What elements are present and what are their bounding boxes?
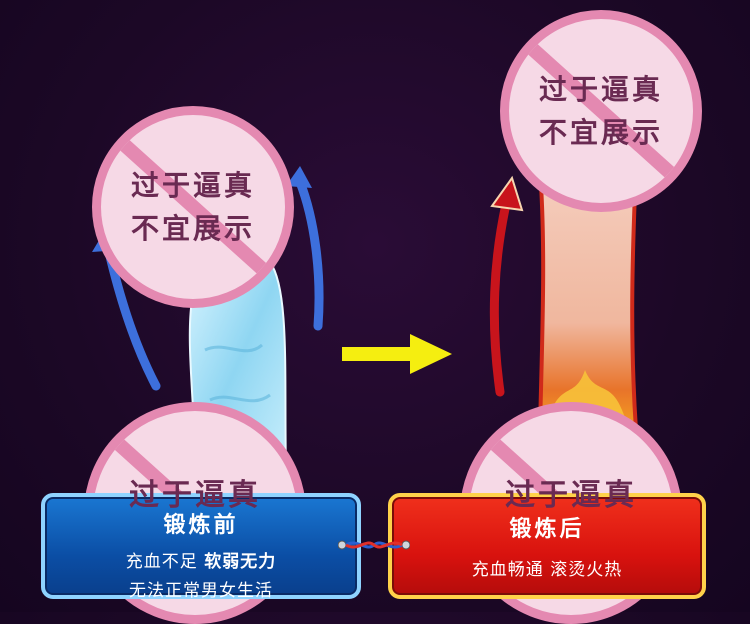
censor-text-line1: 过于逼真 <box>538 72 663 106</box>
after-panel: 锻炼后 充血畅通 滚烫火热 <box>388 493 706 599</box>
before-title: 锻炼前 <box>163 513 239 538</box>
censor-text-partial: 过于逼真 <box>129 478 261 513</box>
censor-text-line2: 不宜展示 <box>538 116 663 149</box>
censor-text-line1: 过于逼真 <box>130 168 255 202</box>
before-line1-normal: 充血不足 <box>125 552 198 572</box>
censor-text-partial: 过于逼真 <box>505 478 637 513</box>
right-arrow-icon <box>342 334 452 374</box>
after-title: 锻炼后 <box>509 517 585 542</box>
before-line1: 充血不足 软弱无力 <box>45 547 357 572</box>
censor-icon: 过于逼真 不宜展示 <box>92 106 294 308</box>
censor-icon: 过于逼真 不宜展示 <box>500 10 702 212</box>
connector-knot-icon <box>338 540 410 550</box>
censor-text-line2: 不宜展示 <box>130 212 255 245</box>
before-line2: 无法正常男女生活 <box>129 581 273 601</box>
after-line1: 充血畅通 滚烫火热 <box>471 560 623 580</box>
curved-arrow-icon <box>295 177 324 331</box>
curved-arrow-icon <box>489 199 511 397</box>
before-line1-bold: 软弱无力 <box>204 552 277 572</box>
before-panel: 锻炼前 充血不足 软弱无力 无法正常男女生活 <box>41 493 361 601</box>
